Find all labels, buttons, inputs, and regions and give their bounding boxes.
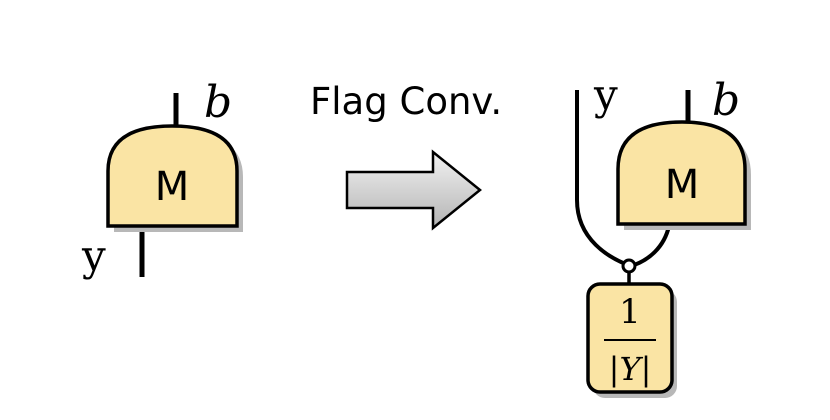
- flag-node: [621, 258, 637, 274]
- normalization-numerator: 1: [619, 292, 641, 332]
- transform-caption: Flag Conv.: [310, 80, 502, 123]
- right-measurement-gate: M b y 1 |Y|: [575, 70, 751, 398]
- flag-wire-label: y: [593, 70, 618, 119]
- flag-conversion-transform: Flag Conv.: [310, 80, 502, 231]
- normalization-denominator: |Y|: [609, 350, 652, 388]
- left-gate-label: M: [155, 164, 190, 210]
- left-top-wire-label: b: [204, 77, 232, 128]
- flag-wire: [575, 90, 629, 267]
- right-arrow-icon: [345, 149, 482, 231]
- right-top-wire-label: b: [712, 75, 740, 126]
- right-gate-label: M: [665, 162, 700, 208]
- left-bottom-wire-label: y: [81, 231, 106, 280]
- left-gate-body: [106, 124, 239, 228]
- left-measurement-gate: M b y: [81, 77, 243, 280]
- normalization-box: [586, 282, 674, 394]
- right-gate-body: [616, 120, 747, 226]
- gate-output-wire: [633, 225, 671, 267]
